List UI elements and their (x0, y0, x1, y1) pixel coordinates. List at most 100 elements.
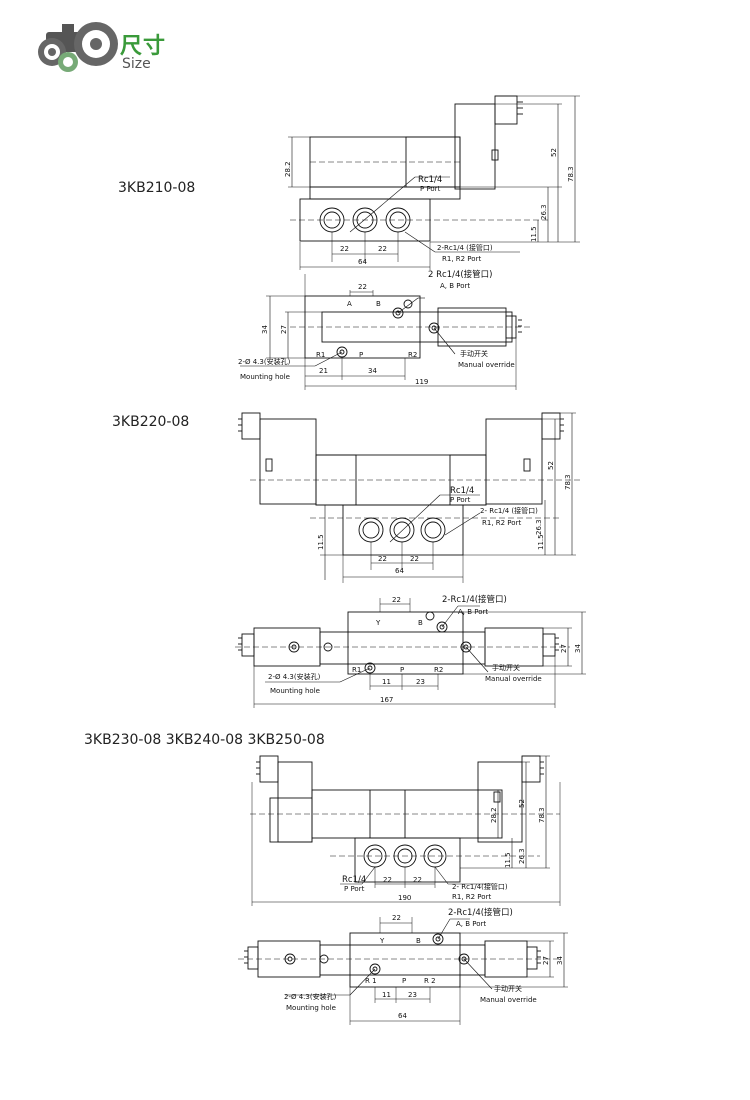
dim-28-2: 28.2 (284, 161, 292, 177)
dim-64: 64 (398, 1012, 407, 1020)
mount-label: 2-Ø 4.3(安装孔) (284, 992, 337, 1001)
manual-en: Manual override (485, 675, 542, 683)
dim-22b: 22 (410, 555, 419, 563)
p-port-label: Rc1/4 (418, 175, 442, 185)
ab-port-en: A, B Port (458, 608, 488, 616)
ab-port-en: A, B Port (456, 920, 486, 928)
brand-header (32, 18, 232, 78)
dim-52: 52 (550, 148, 558, 157)
port-b: B (416, 937, 421, 945)
manual-label: 手动开关 (460, 349, 488, 358)
model2-front-view: Rc1/4 P Port 2- Rc1/4 (接管口) R1, R2 Port … (238, 412, 580, 583)
dim-23: 23 (408, 991, 417, 999)
dim-27: 27 (560, 644, 568, 653)
dim-119: 119 (415, 378, 428, 386)
pipe-label: 2- Rc1/4 (接管口) (480, 506, 538, 515)
pipe-en: R1, R2 Port (442, 255, 481, 263)
dim-167: 167 (380, 696, 393, 704)
dim-52: 52 (518, 799, 526, 808)
dim-28-2: 28.2 (490, 807, 498, 823)
p-port-en: P Port (420, 185, 441, 193)
dim-78-3: 78.3 (538, 807, 546, 823)
dim-11-5: 11.5 (504, 852, 512, 868)
model2-top-view: 2-Rc1/4(接管口) A, B Port Y B R1 P R2 手动开关 … (235, 594, 586, 708)
port-a: Y (375, 619, 381, 627)
dim-11-5: 11.5 (530, 226, 538, 242)
mount-label: 2-Ø 4.3(安装孔) (268, 672, 321, 681)
dim-11: 11 (382, 678, 391, 686)
port-r2: R2 (434, 666, 443, 674)
pipe-label: 2- Rc1/4(接管口) (452, 882, 508, 891)
manual-en: Manual override (458, 361, 515, 369)
model-label-1: 3KB210-08 (118, 180, 196, 196)
model1-front-view: Rc1/4 P Port 2-Rc1/4 (接管口) R1, R2 Port 2… (284, 95, 580, 270)
model3-top-view: 2-Rc1/4(接管口) A, B Port Y B R 1 P R 2 手动开… (238, 907, 568, 1025)
dim-22: 22 (392, 914, 401, 922)
ab-pipe-label: 2-Rc1/4(接管口) (448, 907, 513, 918)
port-p: P (400, 666, 404, 674)
port-r1: R 1 (365, 977, 377, 985)
dim-22: 22 (358, 283, 367, 291)
dim-21: 21 (319, 367, 328, 375)
dim-22b: 22 (378, 245, 387, 253)
ab-port-en: A, B Port (440, 282, 470, 290)
port-r2: R 2 (424, 977, 436, 985)
dim-52: 52 (547, 461, 555, 470)
dim-26-3: 26.3 (540, 204, 548, 220)
p-port-label: Rc1/4 (342, 875, 366, 885)
dim-22b: 22 (413, 876, 422, 884)
port-p: P (359, 351, 363, 359)
dim-22a: 22 (378, 555, 387, 563)
dim-64: 64 (395, 567, 404, 575)
dim-27: 27 (542, 956, 550, 965)
p-port-en: P Port (344, 885, 365, 893)
dim-34: 34 (574, 644, 582, 653)
port-a: Y (379, 937, 385, 945)
mount-label: 2-Ø 4.3(安装孔) (238, 357, 291, 366)
dim-11-5-right: 11.5 (537, 534, 545, 550)
pipe-label: 2-Rc1/4 (接管口) (437, 243, 493, 252)
model3-front-view: Rc1/4 P Port 2- Rc1/4(接管口) R1, R2 Port 2… (250, 755, 561, 906)
pipe-en: R1, R2 Port (452, 893, 491, 901)
port-r2: R2 (408, 351, 417, 359)
gear-tractor-icon (38, 22, 118, 72)
ab-pipe-label: 2 Rc1/4(接管口) (428, 269, 493, 280)
dim-78-3: 78.3 (564, 474, 572, 490)
dim-34: 34 (556, 956, 564, 965)
dim-78-3: 78.3 (567, 166, 575, 182)
dim-27: 27 (280, 325, 288, 334)
mount-en: Mounting hole (240, 373, 290, 381)
dim-64: 64 (358, 258, 367, 266)
p-port-label: Rc1/4 (450, 486, 474, 496)
p-port-en: P Port (450, 496, 471, 504)
port-p: P (402, 977, 406, 985)
dim-26-3: 26.3 (518, 848, 526, 864)
model-label-2: 3KB220-08 (112, 414, 190, 430)
port-b: B (418, 619, 423, 627)
port-b: B (376, 300, 381, 308)
dim-26-3: 26.3 (535, 519, 543, 535)
manual-label: 手动开关 (492, 663, 520, 672)
mount-en: Mounting hole (270, 687, 320, 695)
dim-23: 23 (416, 678, 425, 686)
manual-label: 手动开关 (494, 984, 522, 993)
dim-11-5-left: 11.5 (317, 534, 325, 550)
port-a: A (347, 300, 352, 308)
port-r1: R1 (316, 351, 325, 359)
page-subtitle: Size (122, 56, 151, 72)
mount-en: Mounting hole (286, 1004, 336, 1012)
ab-pipe-label: 2-Rc1/4(接管口) (442, 594, 507, 605)
dim-22a: 22 (383, 876, 392, 884)
manual-en: Manual override (480, 996, 537, 1004)
page-title: 尺寸 (120, 34, 167, 59)
dim-190: 190 (398, 894, 411, 902)
pipe-en: R1, R2 Port (482, 519, 521, 527)
port-r1: R1 (352, 666, 361, 674)
model-label-3: 3KB230-08 3KB240-08 3KB250-08 (84, 732, 325, 748)
model1-top-view: 2 Rc1/4(接管口) A, B Port A B R1 P R2 手动开关 … (238, 269, 530, 390)
dim-34h: 34 (368, 367, 377, 375)
dim-22: 22 (392, 596, 401, 604)
dim-34v: 34 (261, 325, 269, 334)
dim-11: 11 (382, 991, 391, 999)
dim-22a: 22 (340, 245, 349, 253)
